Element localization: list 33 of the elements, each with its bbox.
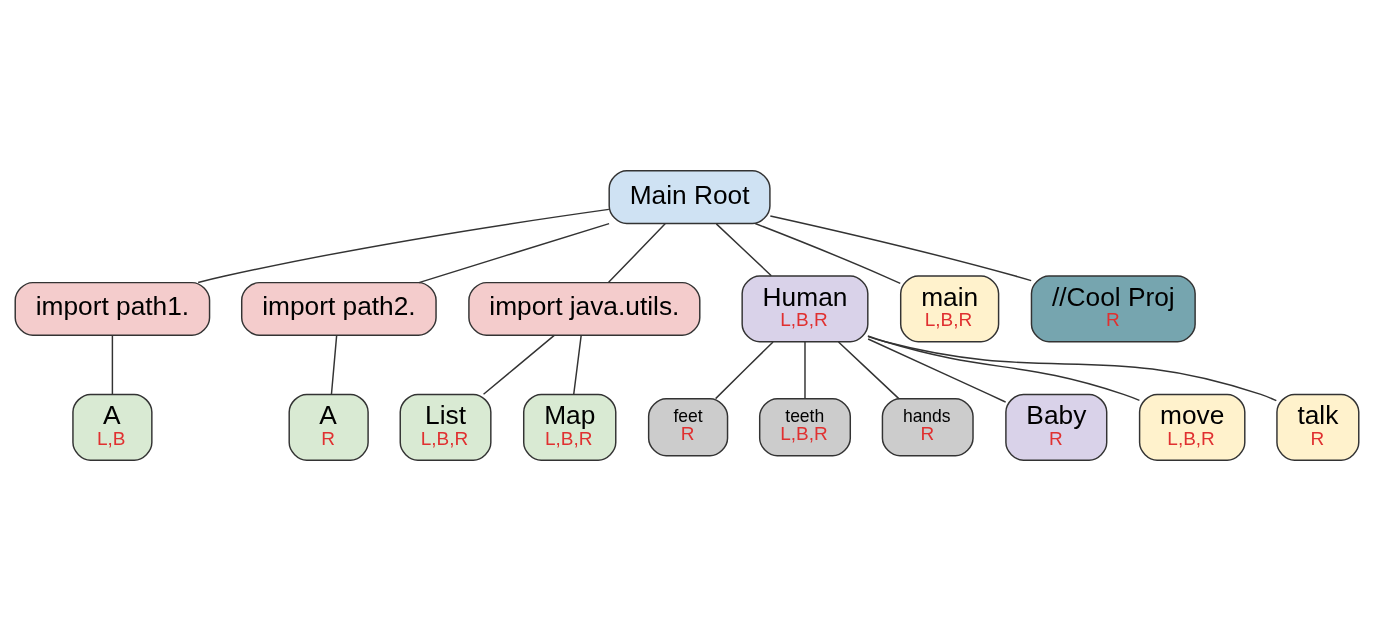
connector [714, 341, 774, 400]
node-box: main L,B,R [899, 275, 1000, 343]
connector [754, 222, 901, 285]
node-box: import path1. [14, 281, 211, 336]
connector [573, 334, 582, 395]
node-box: List L,B,R [399, 393, 492, 461]
node-box: move L,B,R [1138, 393, 1246, 461]
node-box: Map L,B,R [523, 393, 617, 461]
node-box: hands R [881, 398, 974, 457]
node-box: Human L,B,R [741, 275, 869, 343]
connector [418, 222, 610, 284]
node-box: import java.utils. [468, 281, 701, 336]
connector [111, 334, 114, 395]
node-box: A R [288, 393, 369, 461]
node-box: import path2. [241, 281, 437, 336]
node-box: A L,B [72, 393, 153, 461]
connector [482, 334, 555, 395]
connector [804, 341, 806, 400]
node-box: Baby R [1005, 393, 1108, 461]
connector [769, 215, 1032, 282]
connector [837, 341, 900, 400]
connector [715, 223, 773, 277]
connector [867, 338, 1007, 403]
node-box: feet R [647, 398, 729, 457]
node-box: Main Root [608, 170, 771, 225]
node-box: //Cool Proj R [1030, 275, 1196, 343]
connector [607, 223, 666, 284]
connector [867, 335, 1278, 402]
connector [867, 335, 1141, 402]
node-box: teeth L,B,R [758, 398, 851, 457]
connector [197, 208, 610, 284]
connector [330, 334, 338, 395]
node-box: talk R [1276, 393, 1360, 461]
